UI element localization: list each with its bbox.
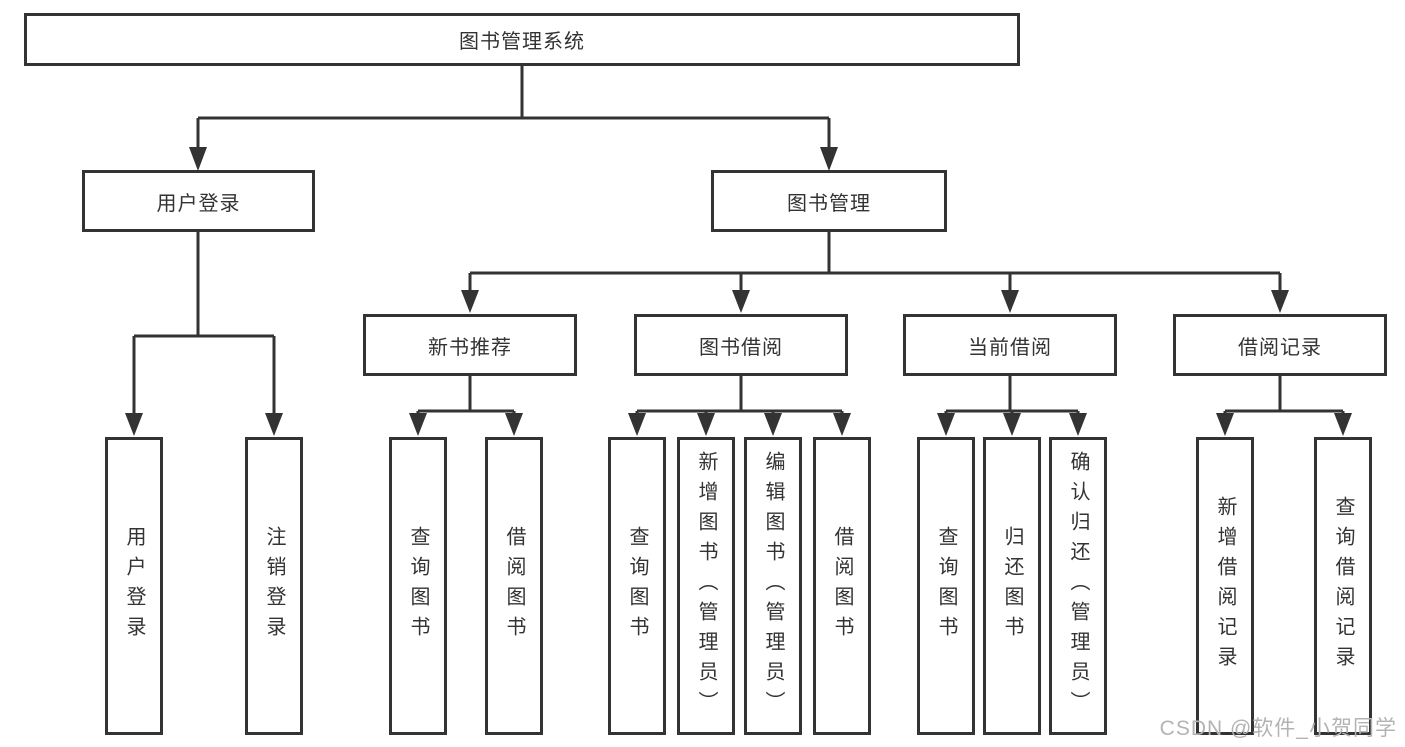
node-new-book-recommend: 新书推荐	[363, 314, 577, 376]
node-library-management-system: 图书管理系统	[24, 13, 1020, 66]
arrowheads	[125, 147, 1352, 436]
node-book-borrowing: 图书借阅	[634, 314, 848, 376]
leaf-records-query-borrow-record: 查询借阅记录	[1314, 437, 1372, 735]
leaf-current-confirm-return-admin: 确认归还（管理员）	[1049, 437, 1107, 735]
leaf-recommend-query-books: 查询图书	[389, 437, 447, 735]
leaf-borrowing-borrow-books: 借阅图书	[813, 437, 871, 735]
leaf-current-return-books: 归还图书	[983, 437, 1041, 735]
leaf-user-login: 用户登录	[105, 437, 163, 735]
node-current-borrowing: 当前借阅	[903, 314, 1117, 376]
leaf-borrowing-add-books-admin: 新增图书（管理员）	[677, 437, 735, 735]
leaf-current-query-books: 查询图书	[917, 437, 975, 735]
node-book-management: 图书管理	[711, 170, 947, 232]
leaf-borrowing-query-books: 查询图书	[608, 437, 666, 735]
node-borrowing-records: 借阅记录	[1173, 314, 1387, 376]
leaf-borrowing-edit-books-admin: 编辑图书（管理员）	[744, 437, 802, 735]
leaf-recommend-borrow-books: 借阅图书	[485, 437, 543, 735]
leaf-records-add-borrow-record: 新增借阅记录	[1196, 437, 1254, 735]
csdn-watermark: CSDN @软件_小贺同学	[1159, 717, 1397, 740]
leaf-logout: 注销登录	[245, 437, 303, 735]
node-user-login: 用户登录	[82, 170, 315, 232]
